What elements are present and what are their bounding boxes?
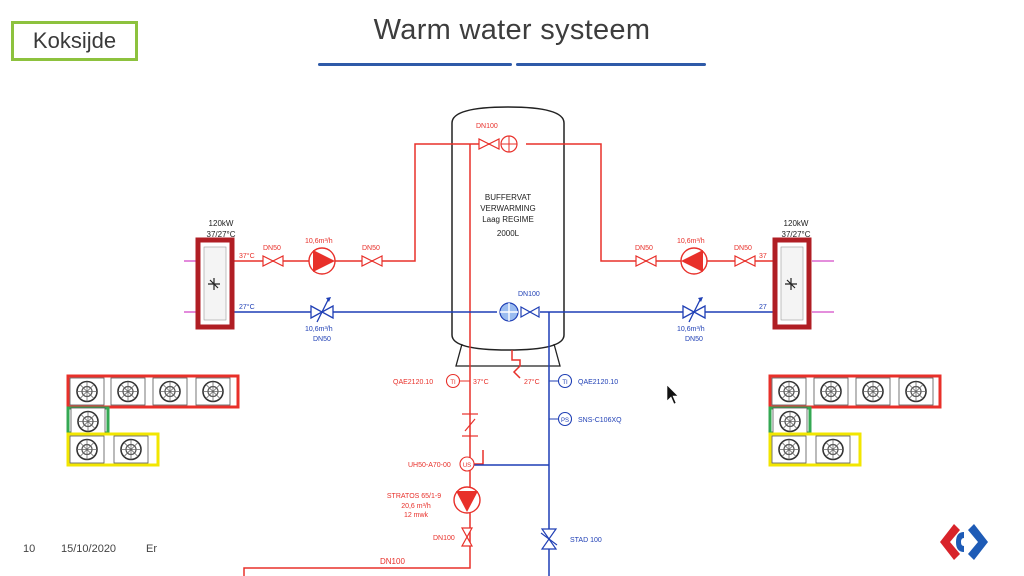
right-flow-bottom: 10,6m³/h: [677, 326, 705, 333]
right-return-temp: 27: [759, 304, 767, 311]
left-ti-temp: 37°C: [473, 378, 489, 386]
tank-top-valve: [478, 135, 518, 153]
left-flow-top: 10,6m³/h: [305, 238, 333, 245]
us-symbol: US: [463, 463, 471, 469]
right-fan-group-yellow: [768, 432, 862, 467]
title-underline-left: [318, 63, 512, 66]
left-ti-symbol: TI: [450, 380, 456, 386]
right-circulation-pump: [680, 247, 708, 275]
page-title: Warm water systeem: [373, 14, 651, 46]
left-flow-bottom: 10,6m³/h: [305, 326, 333, 333]
carrefour-logo-icon: [940, 524, 988, 560]
right-temperature-sensor: TI: [549, 373, 573, 389]
left-fan-group-red: [66, 374, 240, 409]
tank-top-pipe-label: DN100: [476, 123, 498, 130]
return-piping: [232, 311, 775, 576]
left-ti-label: QAE2120.10: [393, 379, 433, 386]
page-number: 10: [23, 543, 36, 555]
title-underline-right: [516, 63, 706, 66]
right-unit-power: 120kW: [784, 219, 809, 228]
left-supply-temp: 37°C: [239, 252, 255, 260]
left-supply-valve-1-label: DN50: [263, 245, 281, 252]
left-unit-power: 120kW: [209, 219, 234, 228]
right-return-control-valve: [682, 297, 706, 323]
stad-label: STAD 100: [570, 537, 602, 544]
right-return-valve-label: DN50: [685, 336, 703, 343]
right-heat-exchanger: [772, 237, 812, 330]
pump-head: 12 mwk: [404, 512, 429, 519]
tank-line-2: VERWARMING: [480, 204, 536, 213]
left-heat-exchanger: [195, 237, 235, 330]
us-label: UH50-A70-00: [408, 462, 451, 469]
right-ti-symbol: TI: [562, 380, 568, 386]
left-supply-valve-2-label: DN50: [362, 245, 380, 252]
right-fan-group-red: [768, 374, 942, 409]
left-temperature-sensor: TI: [445, 373, 470, 389]
location-label: Koksijde: [11, 21, 138, 61]
left-unit-temps: 37/27°C: [207, 230, 236, 239]
buffer-tank: BUFFERVAT VERWARMING Laag REGIME 2000L: [451, 106, 565, 367]
check-valve: [462, 413, 478, 437]
left-return-control-valve: [310, 297, 334, 323]
right-unit-temps: 37/27°C: [782, 230, 811, 239]
tank-line-1: BUFFERVAT: [485, 193, 531, 202]
bottom-valve-label: DN100: [433, 535, 455, 542]
right-supply-valve-1: [635, 255, 657, 267]
pump-name: STRATOS 65/1-9: [387, 493, 441, 500]
left-return-temp: 27°C: [239, 303, 255, 311]
left-supply-valve-2: [361, 255, 383, 267]
tank-line-3: Laag REGIME: [482, 215, 534, 224]
pump-flow: 20,6 m³/h: [401, 503, 431, 510]
right-supply-valve-1-label: DN50: [635, 245, 653, 252]
right-supply-valve-2: [734, 255, 756, 267]
left-fan-group-yellow: [66, 432, 160, 467]
right-ti-label: QAE2120.10: [578, 379, 618, 386]
tank-lower-pipe-label: DN100: [518, 291, 540, 298]
left-supply-valve-1: [262, 255, 284, 267]
left-fan-group-green: [66, 406, 110, 436]
heat-meter: US: [459, 456, 475, 472]
bottom-valve: [460, 527, 474, 547]
right-ti-temp: 27°C: [524, 378, 540, 386]
left-return-valve-label: DN50: [313, 336, 331, 343]
main-circulation-pump: [453, 486, 481, 514]
footer-date: 15/10/2020: [61, 543, 117, 555]
ps-symbol: PS: [561, 418, 569, 424]
tank-line-4: 2000L: [497, 229, 520, 238]
pressure-sensor: PS: [549, 411, 573, 427]
main-pipe-label: DN100: [380, 557, 405, 566]
right-flow-top: 10,6m³/h: [677, 238, 705, 245]
stad-balancing-valve: [540, 528, 558, 550]
right-fan-group-green: [768, 406, 812, 436]
left-circulation-pump: [308, 247, 336, 275]
ps-label: SNS-C106XQ: [578, 417, 622, 424]
right-supply-temp: 37: [759, 253, 767, 260]
mouse-cursor-icon: [666, 384, 679, 405]
right-supply-valve-2-label: DN50: [734, 245, 752, 252]
tank-lower-valve: [499, 302, 540, 322]
footer-author: Er: [146, 543, 157, 555]
